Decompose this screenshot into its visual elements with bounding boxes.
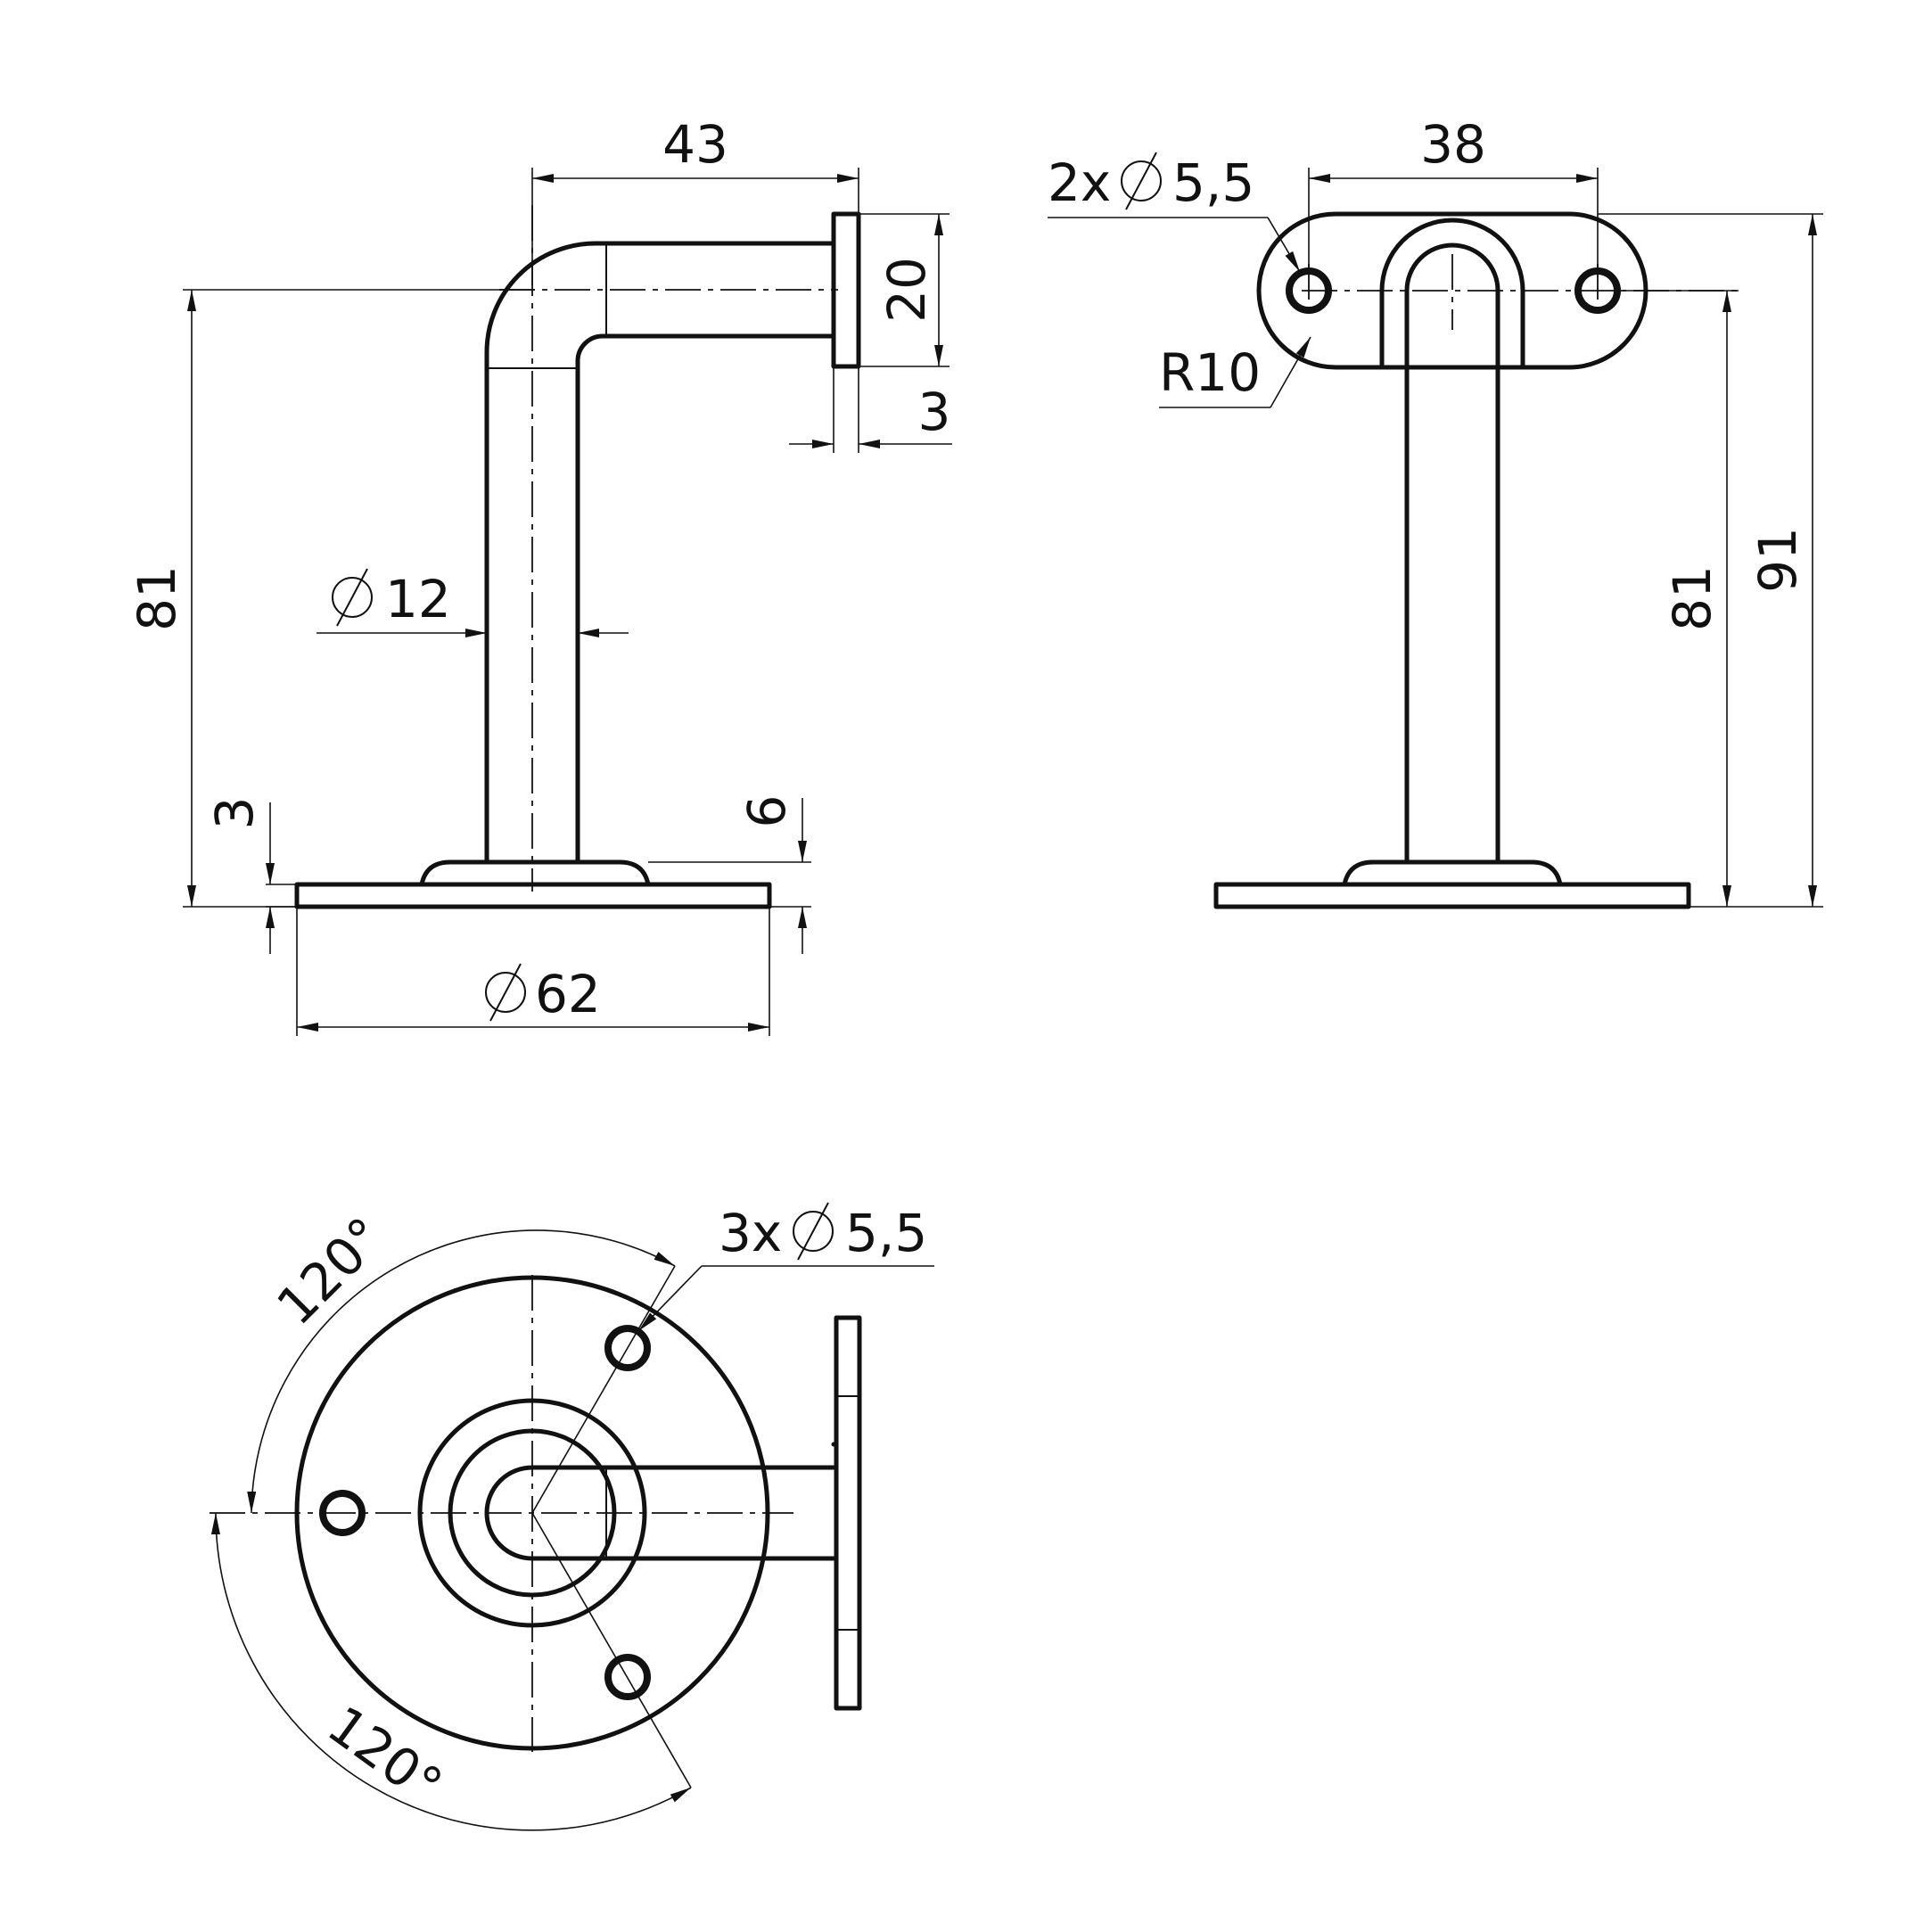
front-tube-outline — [1404, 243, 1500, 865]
front-radius-leader — [1270, 336, 1311, 408]
side-elbow — [484, 241, 609, 371]
diameter-symbol-icon — [793, 1202, 834, 1261]
front-radius-label: R10 — [1159, 342, 1261, 403]
front-view: 38 2x 5,5 R10 81 91 — [1048, 114, 1823, 909]
dim-d62-label: 62 — [535, 964, 601, 1024]
top-view: 3x 5,5 120° 120° — [210, 1202, 934, 1831]
dim-81-label: 81 — [127, 565, 187, 631]
front-elbow-outer — [1379, 218, 1525, 370]
side-base-plate — [294, 882, 772, 909]
front-base-plate — [1213, 882, 1691, 909]
front-holes-leader — [1267, 217, 1301, 273]
dim-91-label: 91 — [1747, 527, 1808, 593]
front-holes-diameter: 5,5 — [1172, 152, 1254, 213]
dim-base3-label: 3 — [204, 797, 265, 830]
front-weld-boss — [1342, 859, 1563, 887]
front-holes-count: 2x — [1048, 152, 1111, 213]
top-saddle-plate — [834, 1315, 862, 1711]
dim-20-label: 20 — [876, 257, 937, 323]
diameter-symbol-icon — [332, 568, 373, 627]
dim-38-label: 38 — [1420, 114, 1486, 175]
dim-43-label: 43 — [662, 114, 728, 175]
diameter-symbol-icon — [485, 963, 526, 1022]
side-view: 43 20 3 81 12 3 — [127, 114, 952, 1036]
top-holes-count: 3x — [719, 1203, 782, 1263]
dim-3-label: 3 — [918, 382, 951, 442]
top-angle-arc-upper — [247, 1229, 676, 1514]
dim-6-label: 6 — [736, 795, 797, 828]
side-weld-boss — [419, 859, 651, 887]
dim-d12-label: 12 — [385, 569, 451, 629]
diameter-symbol-icon — [1121, 152, 1162, 210]
top-angle-label-lower: 120° — [317, 1694, 453, 1816]
dim-front81-label: 81 — [1662, 565, 1722, 631]
top-holes-diameter: 5,5 — [845, 1203, 927, 1263]
top-angle-arc-lower — [210, 1512, 692, 1831]
